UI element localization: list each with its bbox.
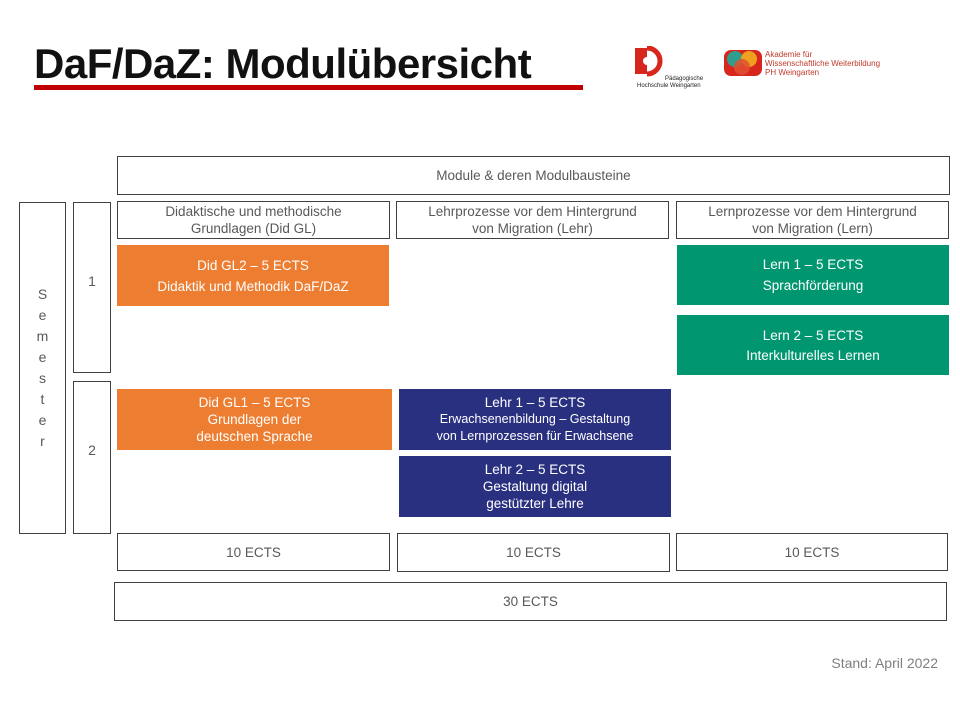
module-didgl2-desc: Didaktik und Methodik DaF/DaZ bbox=[157, 278, 349, 294]
title-underline bbox=[34, 85, 583, 90]
module-lern1: Lern 1 – 5 ECTS Sprachförderung bbox=[677, 245, 949, 305]
module-lern1-desc: Sprachförderung bbox=[762, 278, 864, 293]
total-all: 30 ECTS bbox=[114, 582, 947, 621]
module-lehr2: Lehr 2 – 5 ECTS Gestaltung digital gestü… bbox=[399, 456, 671, 517]
module-didgl2-title: Did GL2 – 5 ECTS bbox=[197, 257, 309, 273]
akademie-logo-line1: Akademie für bbox=[765, 50, 813, 59]
ph-weingarten-logo-icon bbox=[635, 45, 663, 77]
semester-letter: e bbox=[38, 307, 47, 323]
module-lehr1-title: Lehr 1 – 5 ECTS bbox=[484, 395, 586, 410]
ph-weingarten-logo: Pädagogische Hochschule Weingarten bbox=[634, 45, 714, 90]
module-didgl1-desc2: deutschen Sprache bbox=[196, 429, 313, 444]
semester-letter: s bbox=[39, 370, 46, 386]
module-lern2-title: Lern 2 – 5 ECTS bbox=[762, 327, 864, 343]
ph-logo-line2: Hochschule Weingarten bbox=[637, 83, 701, 89]
column-header-didgl: Didaktische und methodische Grundlagen (… bbox=[117, 201, 390, 239]
module-lern2-desc: Interkulturelles Lernen bbox=[746, 347, 880, 363]
module-didgl2: Did GL2 – 5 ECTS Didaktik und Methodik D… bbox=[117, 245, 389, 306]
modules-header: Module & deren Modulbausteine bbox=[117, 156, 950, 195]
module-didgl1: Did GL1 – 5 ECTS Grundlagen der deutsche… bbox=[117, 389, 392, 450]
semester-label: S e m e s t e r bbox=[19, 202, 66, 534]
akademie-logo-line3: PH Weingarten bbox=[765, 68, 820, 77]
semester-2-number: 2 bbox=[88, 442, 96, 458]
ph-logo-line1: Pädagogische bbox=[665, 76, 704, 82]
akademie-logo: Akademie für Wissenschaftliche Weiterbil… bbox=[724, 48, 894, 80]
column-header-didgl-line1: Didaktische und methodische bbox=[165, 204, 342, 219]
akademie-logo-icon bbox=[724, 50, 762, 76]
module-lehr2-desc2: gestützter Lehre bbox=[486, 496, 584, 511]
module-lehr1-desc2: von Lernprozessen für Erwachsene bbox=[436, 429, 634, 443]
semester-letter: m bbox=[36, 328, 49, 344]
semester-2-box: 2 bbox=[73, 381, 111, 534]
semester-letter: r bbox=[40, 433, 45, 449]
column-header-lern-line2: von Migration (Lern) bbox=[752, 221, 873, 236]
module-lehr1-desc1: Erwachsenenbildung – Gestaltung bbox=[439, 412, 631, 426]
column-header-lern-line1: Lernprozesse vor dem Hintergrund bbox=[708, 204, 917, 219]
total-didgl: 10 ECTS bbox=[117, 533, 390, 571]
module-lern1-title: Lern 1 – 5 ECTS bbox=[762, 257, 864, 272]
module-didgl1-title: Did GL1 – 5 ECTS bbox=[198, 395, 311, 410]
semester-1-box: 1 bbox=[73, 202, 111, 373]
stand-date: Stand: April 2022 bbox=[831, 655, 938, 671]
column-header-didgl-line2: Grundlagen (Did GL) bbox=[190, 221, 317, 236]
semester-letter: e bbox=[38, 349, 47, 365]
column-header-lern: Lernprozesse vor dem Hintergrund von Mig… bbox=[676, 201, 949, 239]
module-lehr1: Lehr 1 – 5 ECTS Erwachsenenbildung – Ges… bbox=[399, 389, 671, 450]
semester-letter: t bbox=[40, 391, 45, 407]
semester-letter: S bbox=[37, 286, 48, 302]
akademie-logo-line2: Wissenschaftliche Weiterbildung bbox=[765, 59, 881, 68]
page-title: DaF/DaZ: Modulübersicht bbox=[34, 40, 532, 87]
column-header-lehr-line2: von Migration (Lehr) bbox=[472, 221, 593, 236]
module-lehr2-title: Lehr 2 – 5 ECTS bbox=[484, 462, 586, 477]
column-header-lehr-line1: Lehrprozesse vor dem Hintergrund bbox=[428, 204, 637, 219]
module-didgl1-desc1: Grundlagen der bbox=[207, 412, 302, 427]
semester-letter: e bbox=[38, 412, 47, 428]
column-header-lehr: Lehrprozesse vor dem Hintergrund von Mig… bbox=[396, 201, 669, 239]
total-lehr: 10 ECTS bbox=[397, 533, 670, 572]
total-lern: 10 ECTS bbox=[676, 533, 948, 571]
semester-1-number: 1 bbox=[88, 273, 96, 289]
module-lehr2-desc1: Gestaltung digital bbox=[482, 479, 588, 494]
module-lern2: Lern 2 – 5 ECTS Interkulturelles Lernen bbox=[677, 315, 949, 375]
